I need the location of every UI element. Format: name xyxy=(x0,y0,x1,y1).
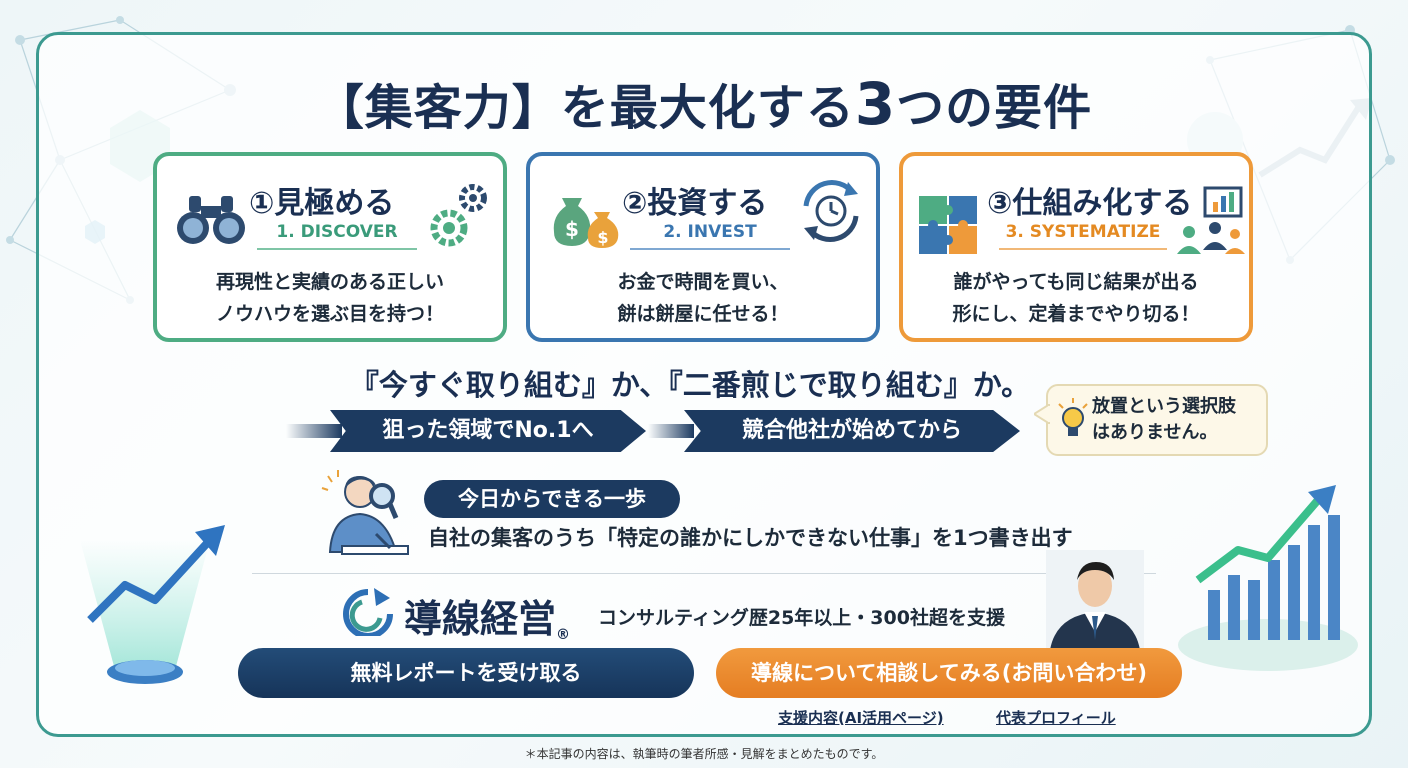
representative-portrait xyxy=(1046,550,1144,650)
card-subtitle: 1. DISCOVER xyxy=(257,222,417,250)
card-title: ①見極める xyxy=(249,186,395,221)
arrow-tail-left-icon xyxy=(286,424,342,438)
card-description: 再現性と実績のある正しい ノウハウを選ぶ目を持つ！ xyxy=(215,271,444,325)
step-pill: 今日からできる一歩 xyxy=(424,480,680,518)
consultation-button[interactable]: 導線について相談してみる(お問い合わせ) xyxy=(716,648,1182,698)
card-invest: $ $ ②投資する 2. INVEST お金で時間を買い、 餅は餅屋に任せる！ xyxy=(526,152,880,342)
free-report-button[interactable]: 無料レポートを受け取る xyxy=(238,648,694,698)
puzzle-icon xyxy=(919,196,977,254)
title-number: 3 xyxy=(854,70,897,138)
support-content-link[interactable]: 支援内容(AI活用ページ) xyxy=(778,709,944,727)
svg-text:$: $ xyxy=(565,217,579,241)
money-bags-icon: $ $ xyxy=(553,198,619,248)
speech-bubble: 放置という選択肢 はありません。 xyxy=(1046,384,1268,456)
arrow-after-competitors: 競合他社が始めてから xyxy=(684,410,1020,452)
section-divider xyxy=(252,573,1156,574)
card-description: お金で時間を買い、 餅は餅屋に任せる！ xyxy=(617,271,789,325)
arrow-tail-mid-icon xyxy=(648,424,694,438)
headline-question: 『今すぐ取り組む』か、『二番煎じで取り組む』か。 xyxy=(349,368,1031,402)
lightbulb-icon xyxy=(1058,398,1088,436)
binoculars-icon xyxy=(177,196,245,244)
clock-cycle-icon xyxy=(803,180,859,242)
card-title: ③仕組み化する xyxy=(987,186,1193,221)
footnote: ＊本記事の内容は、執筆時の筆者所感・見解をまとめたものです。 xyxy=(524,747,884,761)
card-systematize: ③仕組み化する 3. SYSTEMATIZE 誰がやっても同じ結果が出る 形にし… xyxy=(899,152,1253,342)
card-subtitle: 3. SYSTEMATIZE xyxy=(999,222,1167,250)
team-presentation-icon xyxy=(1177,186,1245,254)
arrow-no1-area: 狙った領域でNo.1へ xyxy=(330,410,646,452)
gears-icon xyxy=(430,184,487,247)
card-discover: ①見極める 1. DISCOVER 再現性と実績のある正しい ノウハウを選ぶ目を… xyxy=(153,152,507,342)
bubble-text: 放置という選択肢 はありません。 xyxy=(1092,396,1236,443)
brand-name: 導線経営® xyxy=(404,597,571,643)
brand-tagline: コンサルティング歴25年以上・300社超を支援 xyxy=(598,607,1005,629)
svg-text:$: $ xyxy=(597,228,608,247)
step-text: 自社の集客のうち「特定の誰かにしかできない仕事」を1つ書き出す xyxy=(428,526,1073,550)
page-title: 【集客力】を最大化する3つの要件 xyxy=(0,68,1408,138)
title-text-part1: 【集客力】を最大化する xyxy=(315,80,855,136)
card-subtitle: 2. INVEST xyxy=(630,222,790,250)
profile-link[interactable]: 代表プロフィール xyxy=(996,709,1116,727)
card-description: 誰がやっても同じ結果が出る 形にし、定着までやり切る！ xyxy=(952,271,1200,325)
card-title: ②投資する xyxy=(622,186,768,221)
title-text-part2: つの要件 xyxy=(896,80,1093,136)
